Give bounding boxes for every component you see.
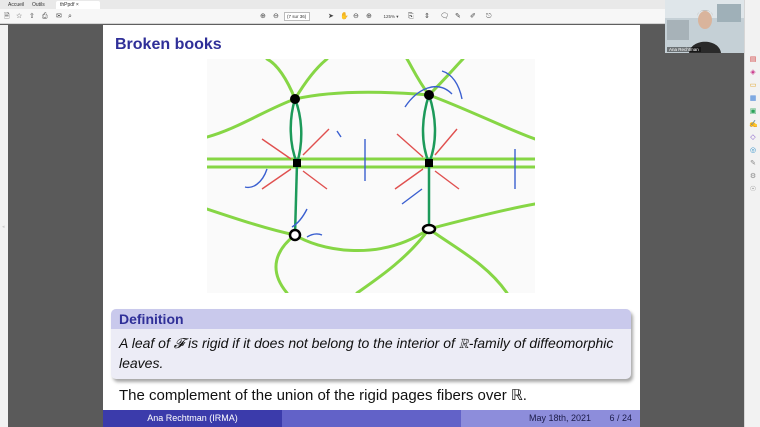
save-icon[interactable]: 🗎 bbox=[4, 13, 10, 20]
upload-icon[interactable]: ⇧ bbox=[29, 13, 35, 20]
comment-tool-icon[interactable]: ▭ bbox=[749, 82, 757, 89]
participant-video[interactable]: Ana Rechtman bbox=[665, 0, 744, 53]
print-icon[interactable]: ⎙ bbox=[42, 13, 48, 20]
zoom-out-icon[interactable]: ⊖ bbox=[353, 13, 359, 20]
broken-book-drawing bbox=[205, 57, 537, 295]
participant-name: Ana Rechtman bbox=[667, 47, 701, 52]
protect-icon[interactable]: ◇ bbox=[750, 134, 756, 141]
organize-pages-icon[interactable]: ▦ bbox=[749, 95, 757, 102]
page-down-icon[interactable]: ⊖ bbox=[273, 13, 279, 20]
settings-icon[interactable]: ⚙ bbox=[749, 173, 757, 180]
left-sidebar-strip[interactable] bbox=[0, 25, 8, 427]
footer-middle bbox=[282, 410, 461, 427]
page-up-icon[interactable]: ⊕ bbox=[260, 13, 266, 20]
broken-book-figure bbox=[205, 57, 537, 295]
highlight-icon[interactable]: ✐ bbox=[470, 13, 476, 20]
mail-icon[interactable]: ✉ bbox=[56, 13, 62, 20]
close-tab-icon[interactable]: × bbox=[75, 2, 79, 8]
complement-text: The complement of the union of the rigid… bbox=[119, 387, 527, 404]
page-number-input[interactable]: (7 sur 36) bbox=[284, 12, 310, 21]
definition-title: Definition bbox=[111, 309, 631, 329]
tab-accueil[interactable]: Accueil bbox=[8, 2, 25, 8]
footer-page-number: 6 / 24 bbox=[609, 413, 632, 423]
fit-page-icon[interactable]: ⎘ bbox=[408, 13, 414, 20]
expand-left-icon[interactable]: ◂ bbox=[2, 224, 5, 230]
footer-author: Ana Rechtman (IRMA) bbox=[103, 410, 282, 427]
share-icon[interactable]: ⎋ bbox=[486, 13, 492, 20]
comment-icon[interactable]: 🗨 bbox=[440, 13, 449, 20]
export-pdf-icon[interactable]: ▤ bbox=[749, 56, 757, 63]
compress-icon[interactable]: ◎ bbox=[749, 147, 757, 154]
star-icon[interactable]: ☆ bbox=[16, 13, 23, 20]
slide-title: Broken books bbox=[115, 36, 222, 53]
zoom-level-select[interactable]: 125% ▾ bbox=[383, 14, 399, 19]
participant-video-frame bbox=[665, 0, 744, 53]
right-tools-panel: ▤ ◈ ▭ ▦ ▣ ✍ ◇ ◎ ✎ ⚙ ☉ bbox=[744, 0, 760, 427]
footer-right: May 18th, 2021 6 / 24 bbox=[461, 410, 640, 427]
edit-pdf-icon[interactable]: ▣ bbox=[749, 108, 757, 115]
tab-bar: Accueil Outils thPpdf × bbox=[0, 0, 760, 9]
accessibility-icon[interactable]: ☉ bbox=[749, 186, 757, 193]
tab-document[interactable]: thPpdf × bbox=[56, 1, 100, 9]
search-icon[interactable]: ⌕ bbox=[68, 13, 72, 20]
zoom-in-icon[interactable]: ⊕ bbox=[366, 13, 372, 20]
pen-icon[interactable]: ✎ bbox=[455, 13, 461, 20]
definition-text: A leaf of 𝓕 is rigid if it does not belo… bbox=[119, 335, 614, 371]
cursor-icon[interactable]: ➤ bbox=[328, 13, 334, 20]
create-pdf-icon[interactable]: ◈ bbox=[750, 69, 756, 76]
toolbar: 🗎 ☆ ⇧ ⎙ ✉ ⌕ ⊕ ⊖ (7 sur 36) ➤ ✋ ⊖ ⊕ 125% … bbox=[0, 9, 760, 24]
definition-block: Definition A leaf of 𝓕 is rigid if it do… bbox=[111, 309, 631, 379]
tab-outils[interactable]: Outils bbox=[32, 2, 45, 8]
hand-icon[interactable]: ✋ bbox=[340, 13, 349, 20]
presentation-slide: Broken books bbox=[103, 25, 640, 427]
scroll-mode-icon[interactable]: ⇕ bbox=[424, 13, 430, 20]
slide-footer: Ana Rechtman (IRMA) May 18th, 2021 6 / 2… bbox=[103, 410, 640, 427]
footer-date: May 18th, 2021 bbox=[529, 413, 592, 423]
fill-sign-icon[interactable]: ✍ bbox=[749, 121, 758, 128]
more-tools-icon[interactable]: ✎ bbox=[750, 160, 756, 167]
